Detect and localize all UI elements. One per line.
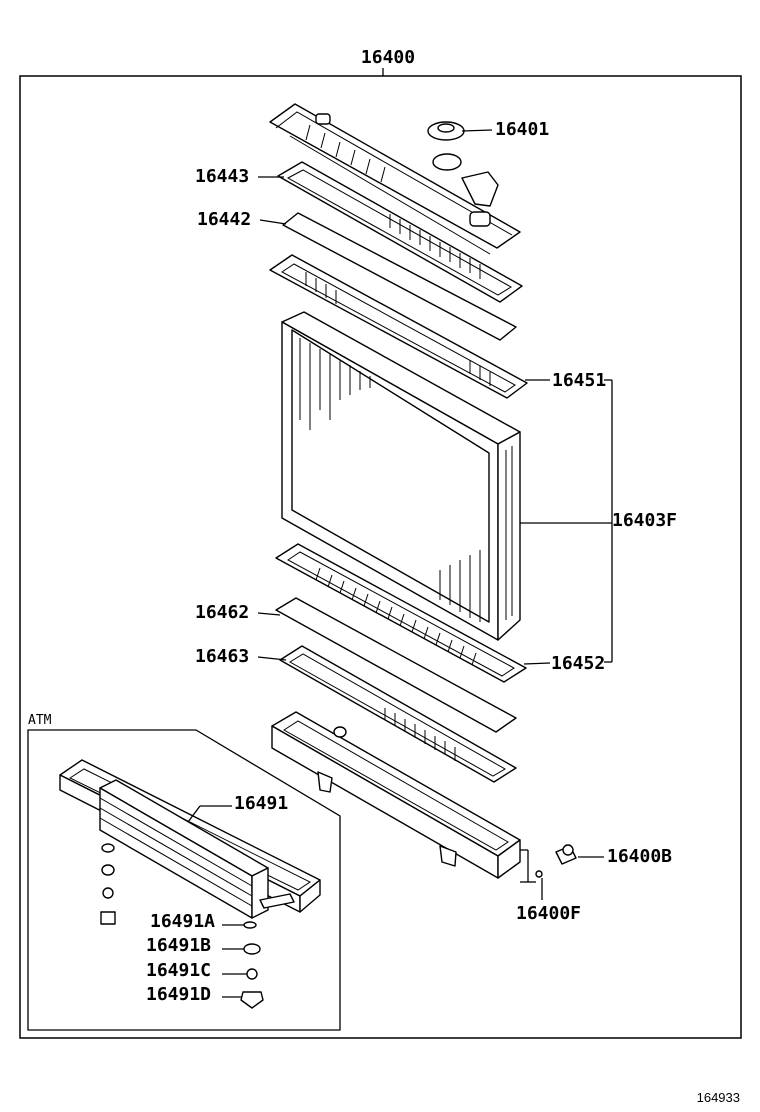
part-label-16491D: 16491D (146, 984, 211, 1005)
part-label-16443: 16443 (195, 166, 249, 187)
tank-o-ring-upper (282, 212, 517, 341)
part-label-16462: 16462 (195, 602, 249, 623)
part-label-16452: 16452 (551, 653, 605, 674)
part-label-16400B: 16400B (607, 846, 672, 867)
part-label-16491A: 16491A (150, 911, 215, 932)
part-label-16463: 16463 (195, 646, 249, 667)
part-label-16442: 16442 (197, 209, 251, 230)
drain-cock (520, 844, 577, 883)
tank-o-ring-lower (275, 597, 517, 733)
diagram-id: 164933 (697, 1090, 740, 1105)
diagram-frame (19, 75, 742, 1039)
part-label-16491B: 16491B (146, 935, 211, 956)
assembly-number: 16400 (361, 47, 415, 68)
part-label-16451: 16451 (552, 370, 606, 391)
radiator-cap (427, 121, 499, 207)
upper-tank (269, 103, 521, 255)
part-label-16403F: 16403F (612, 510, 677, 531)
part-label-16491: 16491 (234, 793, 288, 814)
upper-core-plate (269, 254, 528, 399)
part-label-16400F: 16400F (516, 903, 581, 924)
part-label-16491C: 16491C (146, 960, 211, 981)
lower-core-plate (275, 543, 527, 683)
upper-tank-packing (277, 161, 523, 303)
atm-inset: ATM 16491 16491A 16491B (27, 713, 341, 1031)
lower-tank-packing (279, 645, 517, 783)
atm-label: ATM (28, 713, 52, 728)
lower-tank (271, 711, 521, 879)
radiator-core (281, 311, 521, 641)
part-label-16401: 16401 (495, 119, 549, 140)
